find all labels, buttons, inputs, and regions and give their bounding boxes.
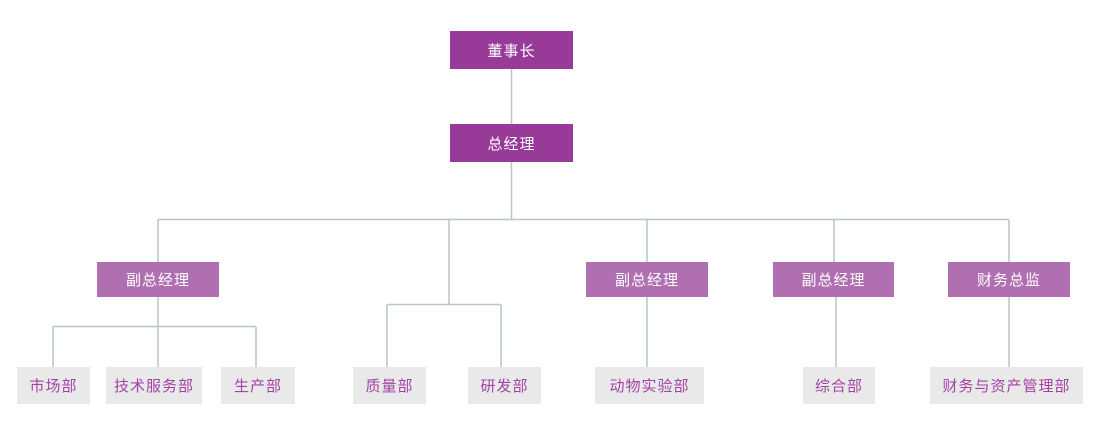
org-node-dept-quality[interactable]: 质量部 — [353, 367, 426, 404]
org-node-label: 总经理 — [487, 135, 536, 153]
org-node-deputy-gm-2[interactable]: 副总经理 — [586, 262, 708, 297]
org-node-dept-tech-service[interactable]: 技术服务部 — [106, 367, 202, 404]
org-node-general-manager[interactable]: 总经理 — [450, 124, 573, 162]
org-node-dept-general-affairs[interactable]: 综合部 — [803, 367, 875, 404]
org-node-deputy-gm-3[interactable]: 副总经理 — [773, 262, 894, 297]
org-node-dept-rnd[interactable]: 研发部 — [468, 367, 541, 404]
org-node-finance-director[interactable]: 财务总监 — [948, 262, 1070, 297]
org-node-label: 市场部 — [29, 378, 78, 395]
org-node-label: 综合部 — [814, 378, 863, 395]
org-node-dept-production[interactable]: 生产部 — [221, 367, 295, 404]
org-node-label: 副总经理 — [125, 272, 190, 289]
org-node-label: 生产部 — [233, 378, 282, 395]
org-node-label: 财务与资产管理部 — [942, 378, 1071, 395]
org-node-label: 质量部 — [365, 378, 414, 395]
org-node-label: 副总经理 — [801, 272, 866, 289]
org-node-label: 动物实验部 — [609, 378, 690, 395]
org-node-dept-market[interactable]: 市场部 — [17, 367, 90, 404]
org-node-label: 研发部 — [480, 378, 529, 395]
org-node-chairman[interactable]: 董事长 — [450, 31, 573, 69]
org-node-deputy-gm-1[interactable]: 副总经理 — [97, 262, 219, 297]
org-node-dept-animal-lab[interactable]: 动物实验部 — [595, 367, 704, 404]
org-node-label: 财务总监 — [976, 272, 1041, 289]
org-node-label: 副总经理 — [614, 272, 679, 289]
org-node-label: 董事长 — [487, 42, 536, 60]
org-node-dept-finance-assets[interactable]: 财务与资产管理部 — [930, 367, 1083, 404]
org-node-label: 技术服务部 — [113, 378, 194, 395]
